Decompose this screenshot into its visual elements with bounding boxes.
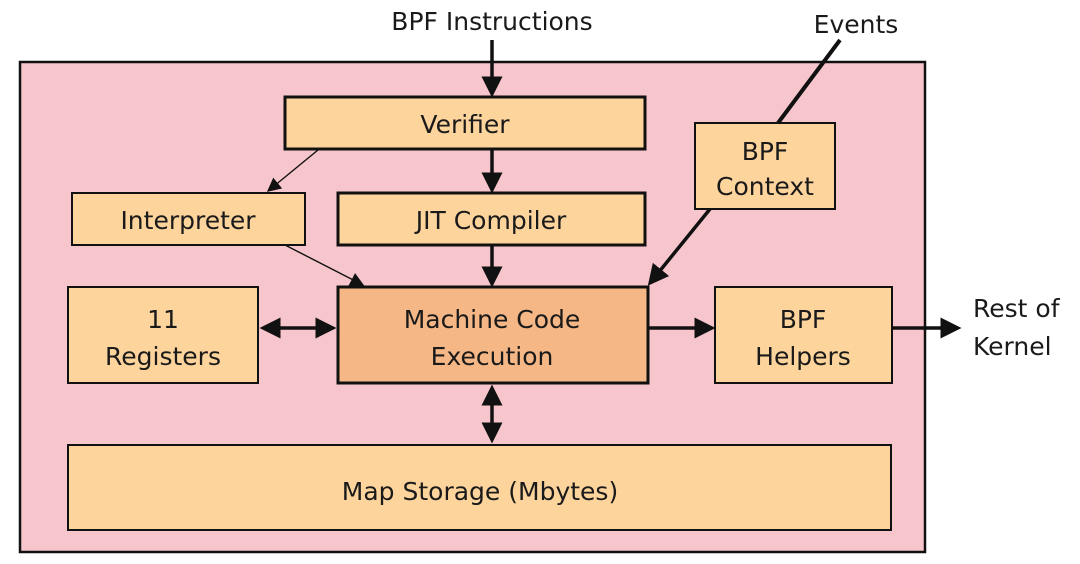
map-storage-label: Map Storage (Mbytes) [342, 477, 618, 506]
interpreter-label: Interpreter [120, 206, 256, 235]
rest-of-kernel-label-line2: Kernel [973, 332, 1052, 361]
bpf-helpers-label-line1: BPF [780, 305, 827, 334]
machine-code-label-line1: Machine Code [404, 305, 581, 334]
map-storage-box [67, 444, 892, 531]
line-events-to-context [776, 38, 842, 125]
registers-label-line2: Registers [105, 342, 221, 371]
verifier-box [283, 95, 647, 151]
bpf-context-label-line2: Context [716, 172, 814, 201]
arrow-context-to-execution [647, 207, 712, 286]
registers-box [67, 286, 259, 384]
machine-code-execution-box [336, 285, 650, 385]
registers-label-line1: 11 [147, 305, 179, 334]
rest-of-kernel-label-line1: Rest of [973, 294, 1061, 323]
bpf-context-box [694, 122, 836, 210]
arrow-verifier-to-interpreter [266, 149, 319, 192]
interpreter-box [71, 192, 306, 246]
bpf-helpers-label-line2: Helpers [755, 342, 851, 371]
events-label: Events [814, 10, 899, 39]
verifier-label: Verifier [420, 110, 510, 139]
bpf-instructions-label: BPF Instructions [391, 7, 592, 36]
bpf-context-label-line1: BPF [742, 137, 789, 166]
jit-compiler-label: JIT Compiler [414, 206, 567, 235]
machine-code-label-line2: Execution [431, 342, 554, 371]
arrow-interpreter-to-execution [284, 244, 365, 286]
